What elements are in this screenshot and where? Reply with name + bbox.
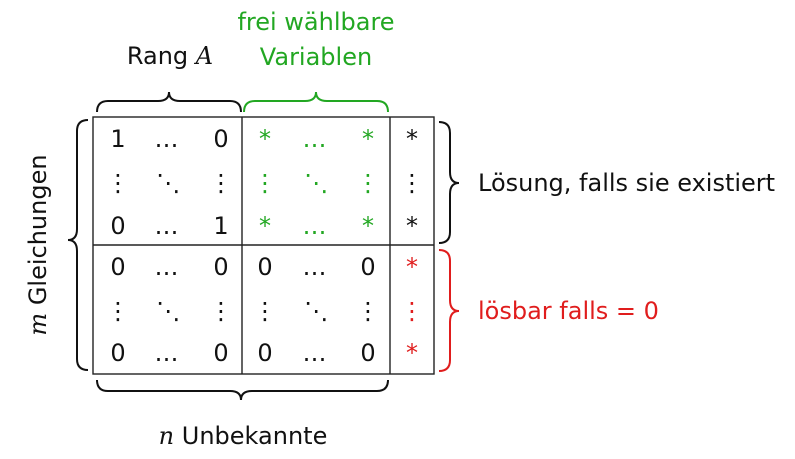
free-cell: ⋱: [304, 169, 328, 197]
solvable-brace: [438, 249, 460, 372]
free-cell: …: [302, 212, 330, 240]
rhs-bottom-cell: ⋮: [400, 297, 424, 325]
zero-middle-cell: ⋱: [304, 297, 328, 325]
free-variables-brace: [243, 91, 389, 113]
rhs-bottom-cell: *: [406, 339, 418, 367]
zero-middle-cell: …: [302, 339, 330, 367]
free-cell: *: [362, 212, 374, 240]
rhs-top-cell: *: [406, 125, 418, 153]
zero-left-cell: ⋱: [156, 297, 180, 325]
zero-left-cell: 0: [213, 339, 229, 367]
identity-cell: 0: [110, 212, 126, 240]
free-cell: *: [259, 212, 271, 240]
solution-brace: [438, 121, 460, 244]
rank-prefix: Rang: [126, 42, 189, 70]
zero-left-cell: ⋮: [106, 297, 130, 325]
identity-cell: 0: [213, 125, 229, 153]
rhs-top-cell: ⋮: [400, 169, 424, 197]
identity-cell: ⋮: [209, 169, 233, 197]
unknowns-variable: n: [158, 422, 175, 450]
zero-middle-cell: ⋮: [253, 297, 277, 325]
rank-variable: A: [195, 42, 214, 70]
rhs-top-cell: *: [406, 212, 418, 240]
zero-left-cell: …: [154, 339, 182, 367]
rank-label: Rang A: [127, 44, 213, 68]
free-cell: *: [362, 125, 374, 153]
rank-brace: [96, 91, 242, 113]
equations-brace: [67, 119, 89, 371]
free-cell: ⋮: [253, 169, 277, 197]
identity-cell: …: [154, 212, 182, 240]
equations-label: m Gleichungen: [24, 154, 52, 336]
free-variables-label-line2: Variablen: [259, 43, 373, 71]
zero-middle-cell: ⋮: [356, 297, 380, 325]
identity-cell: …: [154, 125, 182, 153]
equations-text: Gleichungen: [24, 154, 52, 306]
zero-left-cell: 0: [213, 253, 229, 281]
free-cell: …: [302, 125, 330, 153]
rhs-bottom-cell: *: [406, 253, 418, 281]
zero-left-cell: ⋮: [209, 297, 233, 325]
zero-middle-cell: 0: [257, 339, 273, 367]
identity-cell: ⋱: [156, 169, 180, 197]
zero-middle-cell: 0: [360, 339, 376, 367]
unknowns-brace: [96, 379, 389, 401]
solution-label: Lösung, falls sie existiert: [478, 169, 776, 197]
identity-cell: 1: [213, 212, 229, 240]
zero-left-cell: …: [154, 253, 182, 281]
free-cell: *: [259, 125, 271, 153]
equations-variable: m: [24, 312, 52, 336]
zero-left-cell: 0: [110, 253, 126, 281]
free-cell: ⋮: [356, 169, 380, 197]
zero-middle-cell: 0: [360, 253, 376, 281]
solvable-label: lösbar falls = 0: [478, 297, 659, 325]
unknowns-label: n Unbekannte: [159, 424, 328, 448]
zero-left-cell: 0: [110, 339, 126, 367]
free-variables-label-line1: frei wählbare: [237, 8, 395, 36]
unknowns-text: Unbekannte: [181, 422, 328, 450]
zero-middle-cell: …: [302, 253, 330, 281]
identity-cell: 1: [110, 125, 126, 153]
zero-middle-cell: 0: [257, 253, 273, 281]
identity-cell: ⋮: [106, 169, 130, 197]
